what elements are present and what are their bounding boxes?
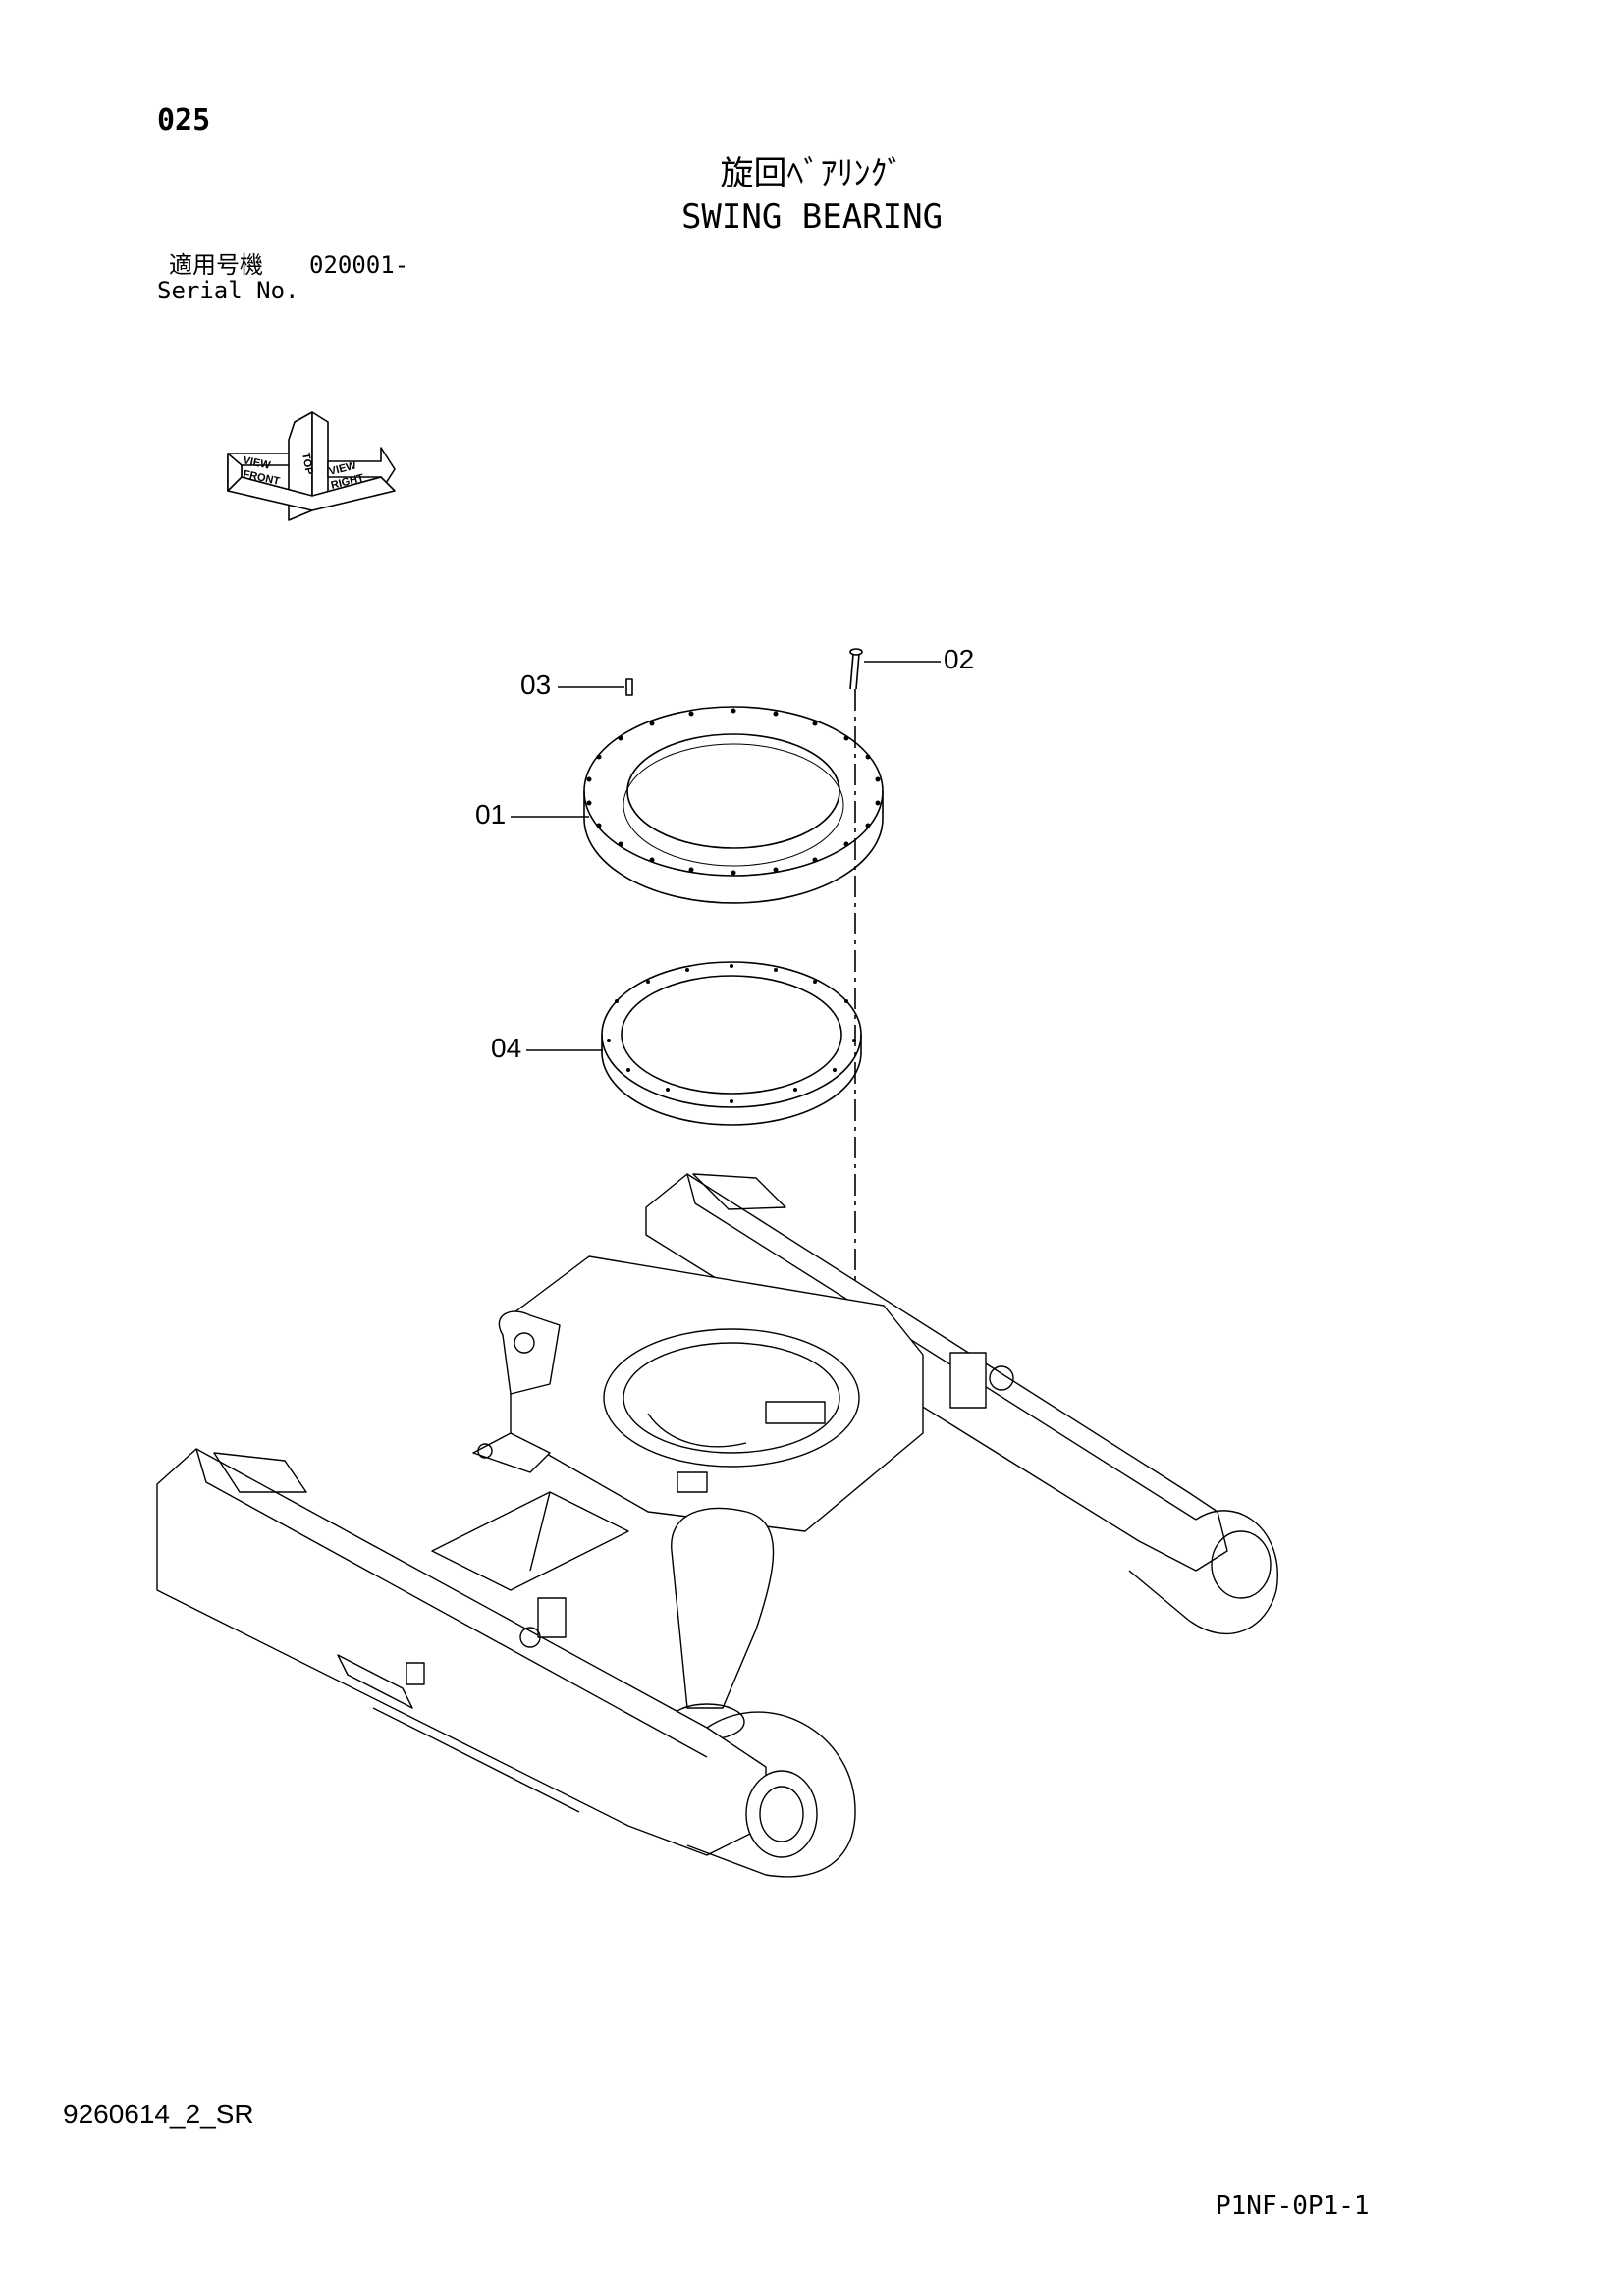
bearing-bolt-holes — [586, 708, 881, 876]
orientation-icon — [227, 411, 396, 521]
swing-bearing-01-part — [583, 706, 884, 904]
page-code: P1NF-0P1-1 — [1216, 2191, 1370, 2220]
serial-label-english: Serial No. — [157, 277, 299, 304]
orientation-top-label: TOP — [299, 452, 315, 475]
callout-02: 02 — [944, 644, 975, 674]
document-code: 9260614_2_SR — [63, 2099, 254, 2129]
serial-label-japanese: 適用号機 — [169, 251, 263, 279]
orientation-view-left-label: VIEW — [242, 454, 272, 472]
page-title: SWING BEARING — [680, 197, 944, 237]
spacer-ring-04-part — [601, 961, 862, 1126]
serial-number: 020001- — [309, 251, 409, 279]
track-frame-assembly — [156, 1173, 1278, 1878]
bolt-02-part — [849, 648, 863, 690]
page-number: 025 — [157, 103, 211, 137]
pin-03-part — [625, 678, 633, 696]
callout-04: 04 — [491, 1033, 522, 1063]
callout-03: 03 — [520, 669, 552, 700]
title-japanese: 旋回ﾍﾞｱﾘﾝｸﾞ — [720, 154, 904, 193]
callout-01: 01 — [475, 799, 507, 829]
spacer-ring-holes — [607, 964, 856, 1103]
